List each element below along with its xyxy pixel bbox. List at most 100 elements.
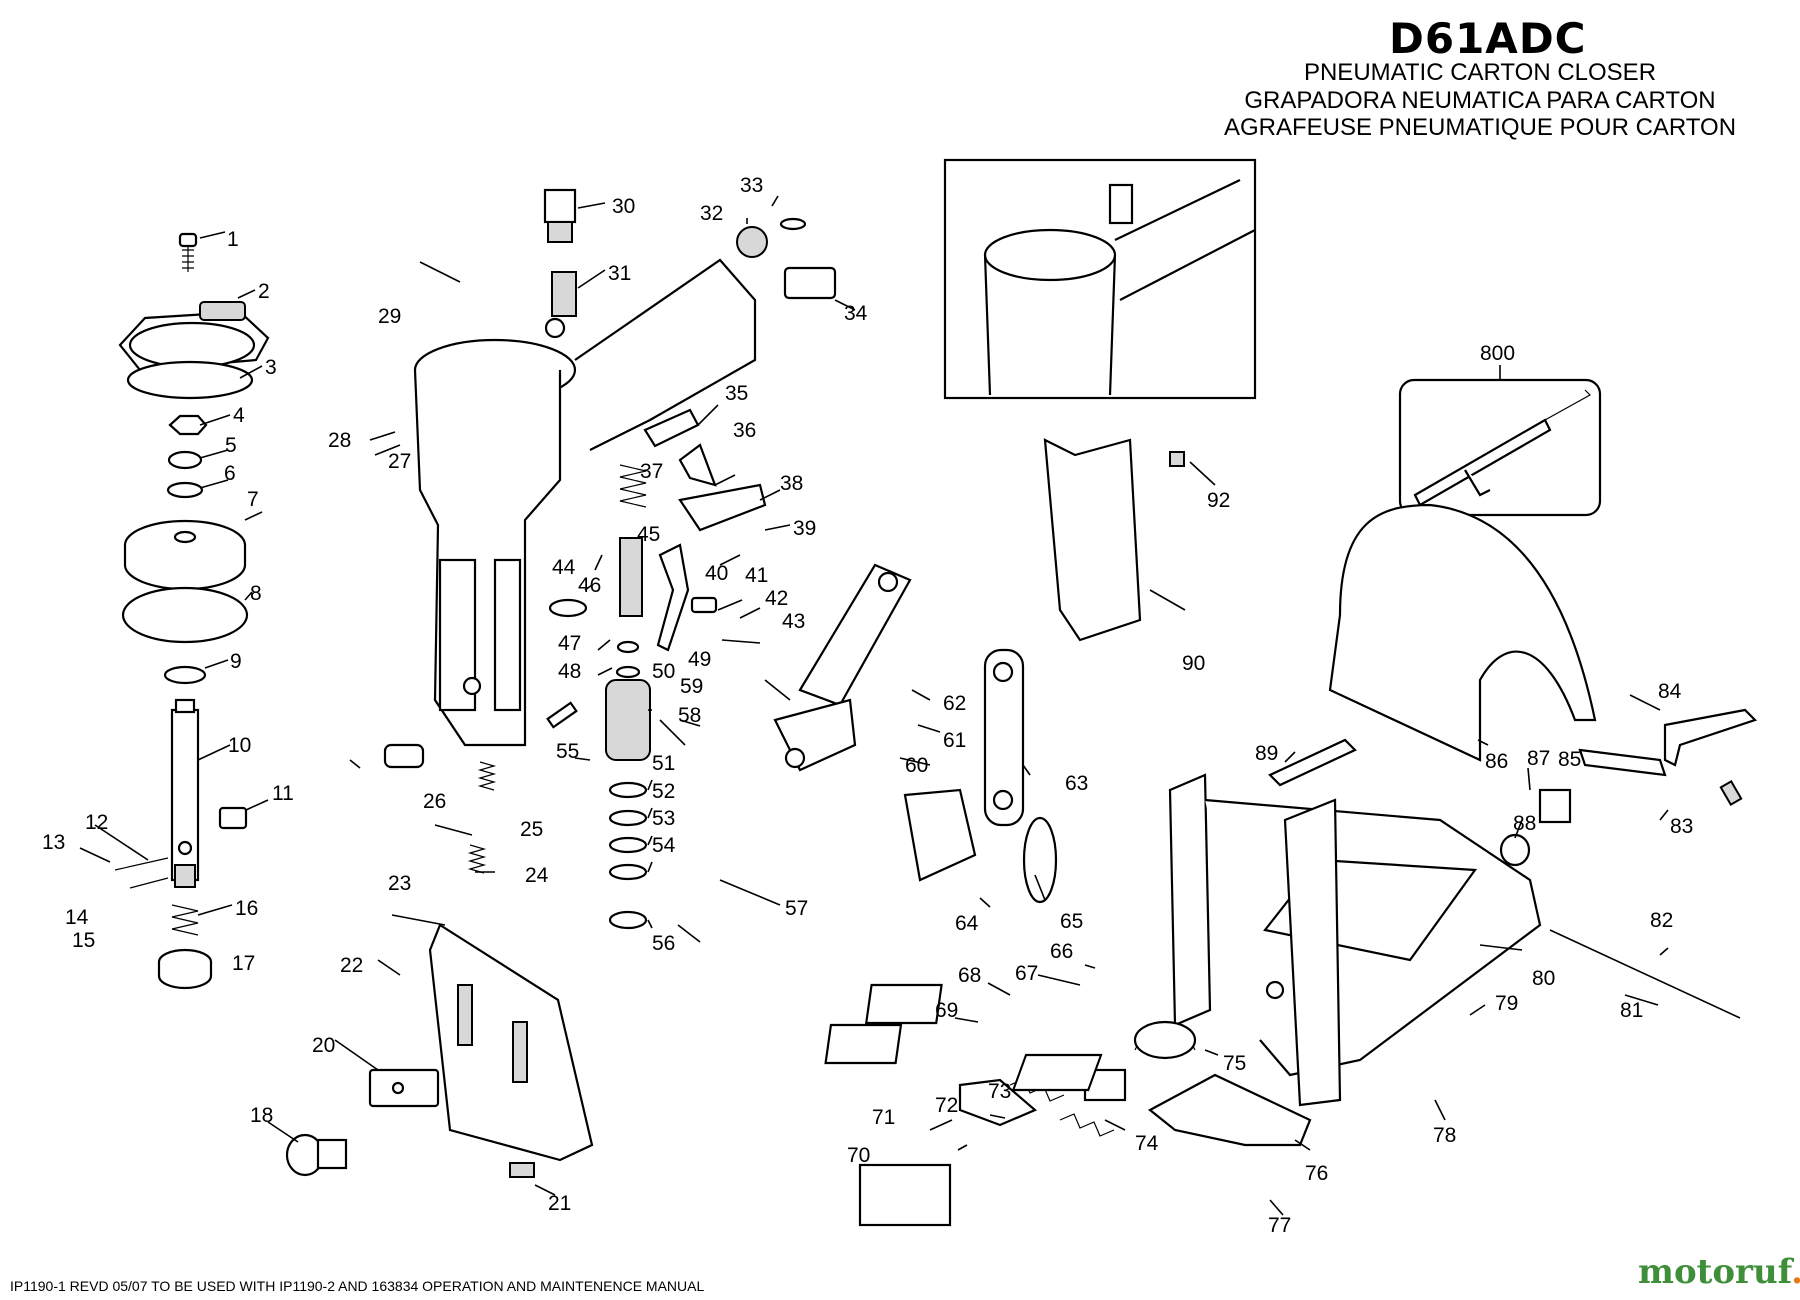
leader-lines (79, 195, 1669, 1216)
bracket-76-part (1011, 1053, 1312, 1147)
base-frame-part (1168, 773, 1542, 1107)
part-label: 78 (1433, 1124, 1456, 1147)
part-label: 45 (637, 523, 660, 546)
part-label: 6 (224, 462, 236, 485)
part-label: 2 (258, 280, 270, 303)
part-label: 69 (935, 999, 958, 1022)
inset-housing-detail (983, 179, 1256, 396)
part-label: 11 (272, 782, 294, 805)
part-label: 60 (905, 754, 928, 777)
part-label: 73 (988, 1080, 1011, 1103)
part-label: 21 (548, 1192, 571, 1215)
cap-screw-part (178, 232, 198, 272)
part-label: 38 (780, 472, 803, 495)
part-label: 32 (700, 202, 723, 225)
part-label: 90 (1182, 652, 1205, 675)
cylinder-cap-part (118, 301, 270, 400)
part-label: 77 (1268, 1214, 1291, 1237)
inlet-fitting-parts (543, 188, 837, 317)
motoruf-logo: motoruf.de (1638, 1252, 1800, 1292)
part-label: 64 (955, 912, 979, 935)
footer-note: IP1190-1 REVD 05/07 TO BE USED WITH IP11… (10, 1278, 705, 1294)
part-label: 81 (1620, 999, 1643, 1022)
part-label: 15 (72, 929, 95, 952)
part-label: 86 (1485, 750, 1508, 773)
part-label: 30 (612, 195, 635, 218)
part-label: 76 (1305, 1162, 1328, 1185)
part-label: 62 (943, 692, 966, 715)
part-label: 68 (958, 964, 981, 987)
part-label: 58 (678, 704, 701, 727)
front-plate-part (285, 923, 594, 1178)
part-label: 59 (680, 675, 703, 698)
part-label: 71 (872, 1106, 895, 1129)
part-label: 800 (1480, 342, 1515, 365)
part-label: 87 (1527, 747, 1550, 770)
part-label: 28 (328, 429, 351, 452)
part-label: 61 (943, 729, 966, 752)
part-label: 31 (608, 262, 631, 285)
part-label: 33 (740, 174, 763, 197)
piston-part (121, 519, 249, 685)
part-label: 65 (1060, 910, 1083, 933)
linkage-arm-parts (773, 563, 1058, 904)
nut-washer-stack (166, 414, 208, 499)
trigger-linkage-parts (643, 408, 767, 652)
part-label: 83 (1670, 815, 1693, 838)
part-label: 26 (423, 790, 446, 813)
part-label: 16 (235, 897, 258, 920)
part-label: 46 (578, 574, 601, 597)
part-label: 9 (230, 650, 242, 673)
part-label: 72 (935, 1094, 958, 1117)
part-label: 5 (225, 434, 237, 457)
part-label: 36 (733, 419, 756, 442)
part-label: 43 (782, 610, 805, 633)
subtitle-english: PNEUMATIC CARTON CLOSER (1303, 59, 1657, 86)
part-label: 51 (652, 752, 675, 775)
spring-parts (383, 743, 497, 874)
inset-detail-box (943, 158, 1257, 400)
part-label: 82 (1650, 909, 1673, 932)
part-label: 35 (725, 382, 748, 405)
part-label: 70 (847, 1144, 870, 1167)
part-label: 47 (558, 632, 581, 655)
part-label: 48 (558, 660, 581, 683)
guide-bracket-parts (1043, 438, 1357, 787)
model-title: D61ADC (1389, 14, 1587, 63)
logo-dot: . (1791, 1252, 1800, 1292)
part-label: 37 (640, 460, 663, 483)
part-label: 1 (227, 228, 239, 251)
part-label: 49 (688, 648, 711, 671)
carton-chute-part (1328, 503, 1597, 762)
part-number-labels: 1 2 3 4 5 6 7 8 9 10 11 12 13 14 15 16 1… (42, 174, 1693, 1237)
part-label: 63 (1065, 772, 1088, 795)
part-label: 52 (652, 780, 675, 803)
part-label: 29 (378, 305, 401, 328)
part-label: 12 (85, 811, 108, 834)
latch-block-parts (824, 983, 1127, 1227)
part-label: 39 (793, 517, 816, 540)
part-label: 23 (388, 872, 411, 895)
part-label: 27 (388, 450, 411, 473)
logo-text: motoruf (1638, 1252, 1792, 1292)
part-label: 41 (745, 564, 768, 587)
part-label: 53 (652, 807, 675, 830)
housing-body-part (413, 258, 757, 747)
part-label: 55 (556, 740, 579, 763)
part-label: 25 (520, 818, 543, 841)
part-label: 85 (1558, 748, 1581, 771)
part-label: 40 (705, 562, 728, 585)
part-label: 20 (312, 1034, 335, 1057)
part-label: 22 (340, 954, 363, 977)
part-label: 34 (844, 302, 868, 325)
part-label: 17 (232, 952, 255, 975)
part-label: 8 (250, 582, 262, 605)
part-label: 66 (1050, 940, 1073, 963)
spring-75-part (1133, 1020, 1197, 1060)
part-label: 54 (652, 834, 676, 857)
part-label: 74 (1135, 1132, 1159, 1155)
part-label: 56 (652, 932, 675, 955)
part-label: 14 (65, 906, 89, 929)
part-label: 44 (552, 556, 576, 579)
